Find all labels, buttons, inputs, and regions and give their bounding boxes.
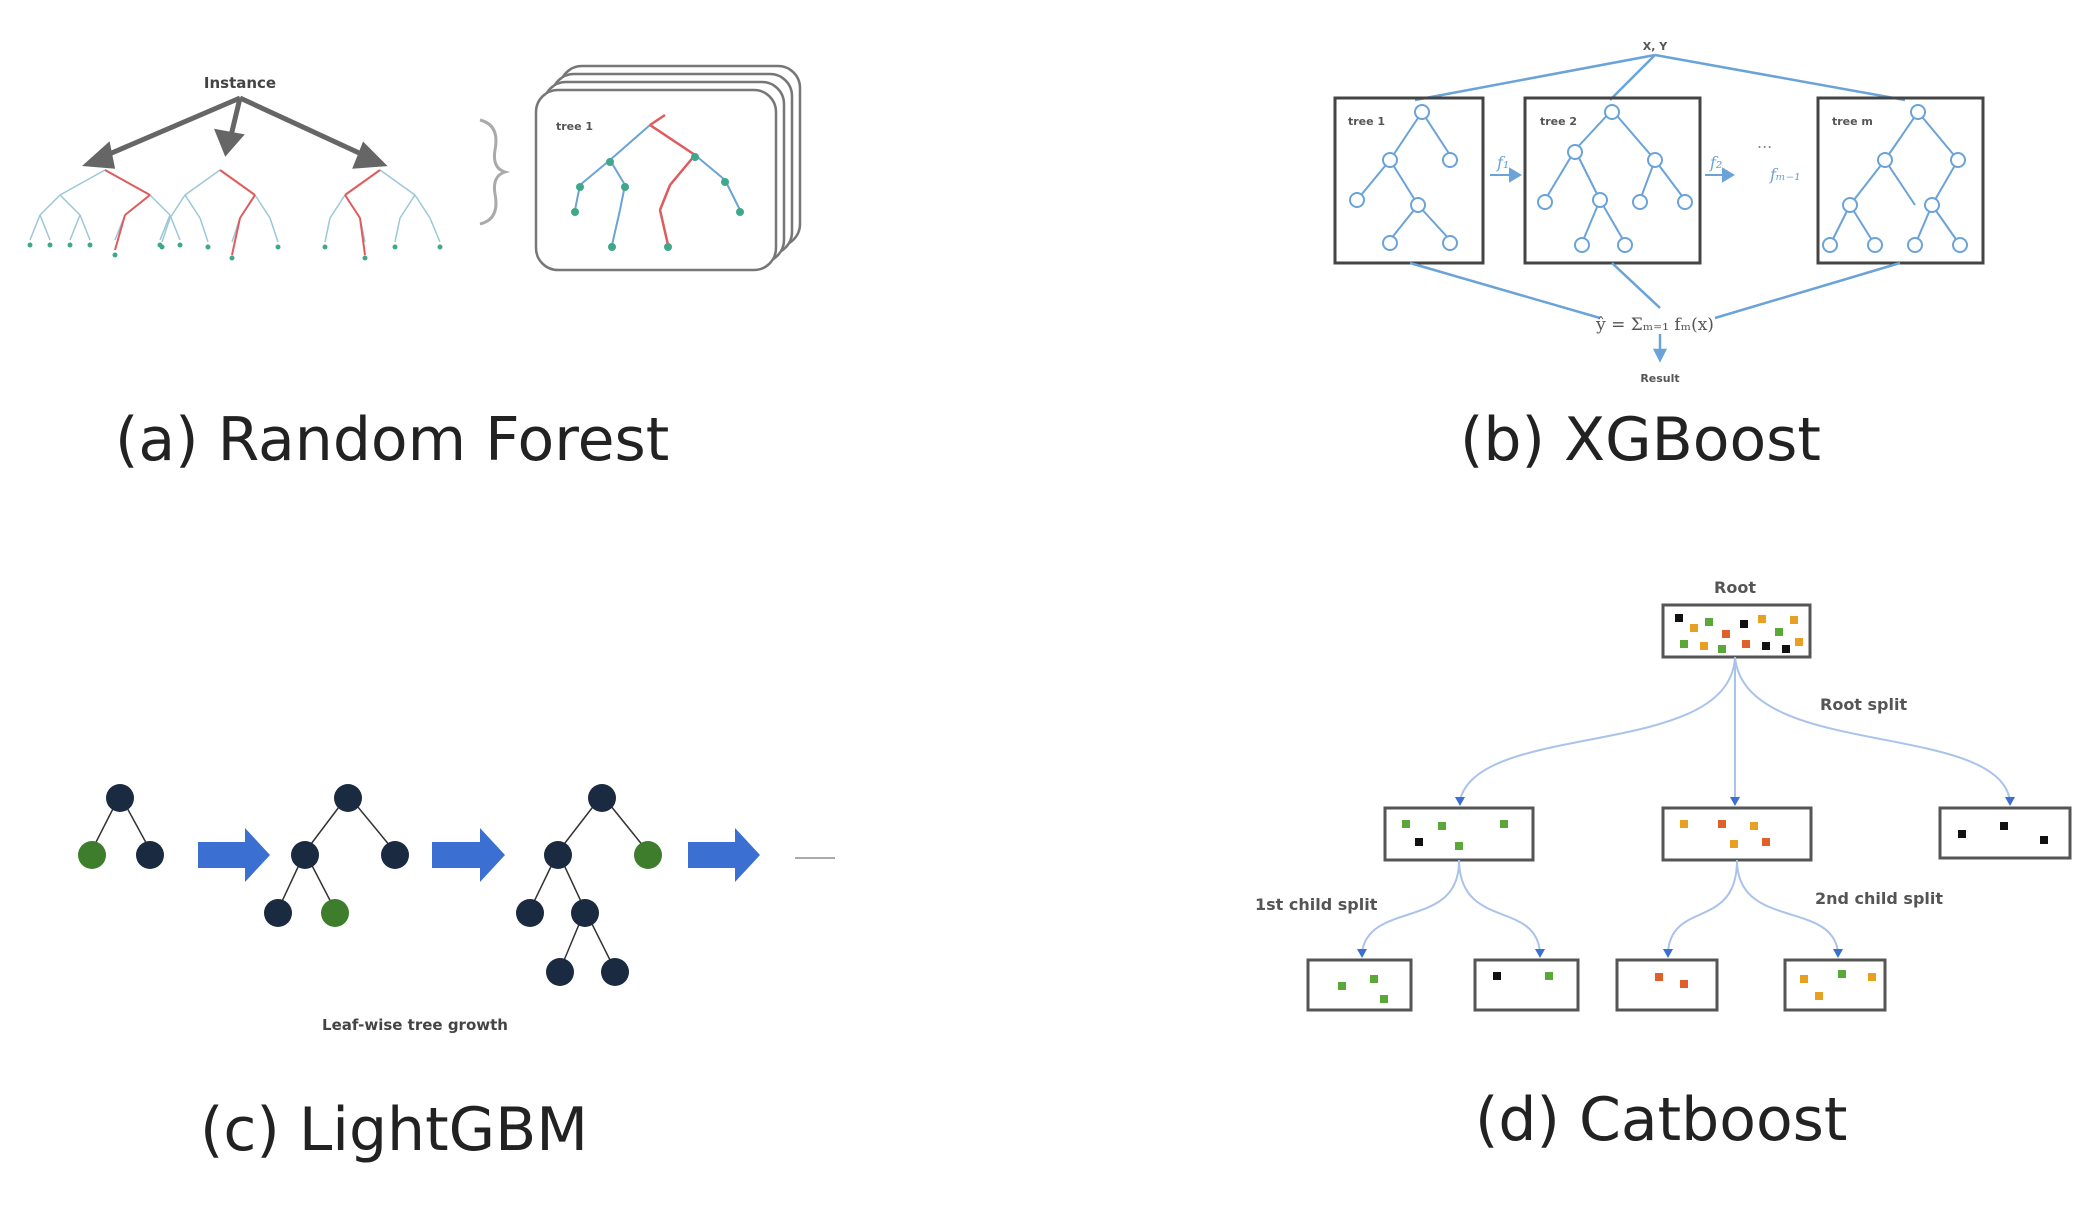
xgb-tree-1-label: tree 1 [1348,115,1385,128]
xgb-tree-m-label: tree m [1832,115,1873,128]
xgb-output-lines [1409,261,1901,363]
xgb-f-arrows [1490,167,1735,183]
cat-leaf-1 [1306,958,1413,1012]
cat-leaf-3 [1615,958,1719,1012]
caption-catboost: (d) Catboost [1475,1085,1847,1155]
arrow-left-head [82,141,116,169]
f1-label: f₁ [1496,153,1509,172]
arrow-right-icon [432,828,505,882]
xgb-ellipsis: ... [1757,133,1772,152]
panel-xgboost: X, Y tree 1 tree 2 [1333,40,1985,475]
arrow-right-icon [198,828,270,882]
panel-lightgbm: Leaf-wise tree growth (c) LightGBM [78,784,835,1165]
xgb-tree-m: tree m [1816,96,1985,265]
rf-tree-3 [324,169,441,256]
panel-catboost: Root Root [1255,578,2072,1155]
caption-lightgbm: (c) LightGBM [200,1095,588,1165]
child-split-arrowheads [1357,949,1843,958]
rf-tree-2 [161,169,279,256]
instance-arrows [82,95,388,169]
stack-label: tree 1 [556,120,593,133]
sum-formula: ŷ = Σₘ₌₁ fₘ(x) [1595,315,1714,335]
arrow-right [238,95,372,161]
lgbm-nodes [78,784,662,986]
arrow-left [99,95,241,161]
f2-label: f₂ [1709,153,1722,172]
cat-level1-right [1938,806,2072,860]
curly-brace-icon [479,118,511,226]
first-child-split-label: 1st child split [1255,895,1378,914]
arrow-right-icon [688,828,760,882]
arrow-right-head [352,141,388,169]
child-split-edges [1361,859,1839,953]
caption-random-forest: (a) Random Forest [115,405,669,475]
rf-leaf-dots [27,242,443,261]
xgb-tree-1: tree 1 [1333,96,1485,265]
second-child-split-label: 2nd child split [1815,889,1943,908]
rf-tree-1 [29,169,181,251]
tree-stack: tree 1 [534,64,802,272]
cat-leaf-2 [1473,958,1580,1012]
cat-level1-left [1383,806,1535,862]
arrow-mid-head [214,128,245,157]
lgbm-arrows [198,828,760,882]
result-label: Result [1640,372,1679,385]
xgb-tree-2-label: tree 2 [1540,115,1577,128]
root-box-items [1675,614,1803,653]
lgbm-edges [91,794,649,971]
root-split-arrowheads [1455,797,2015,806]
root-label: Root [1714,578,1756,597]
panel-random-forest: Instance [27,64,802,475]
instance-label: Instance [204,74,276,92]
leaf-wise-label: Leaf-wise tree growth [322,1016,508,1034]
cat-leaf-4 [1783,958,1887,1012]
caption-xgboost: (b) XGBoost [1460,405,1821,475]
root-split-label: Root split [1820,695,1907,714]
cat-level1-mid [1661,806,1813,862]
xgb-input-lines [1414,53,1906,102]
xgb-tree-2: tree 2 [1523,96,1702,265]
xy-label: X, Y [1643,40,1668,53]
root-split-edges [1459,656,2011,801]
fm1-label: fₘ₋₁ [1769,165,1801,184]
